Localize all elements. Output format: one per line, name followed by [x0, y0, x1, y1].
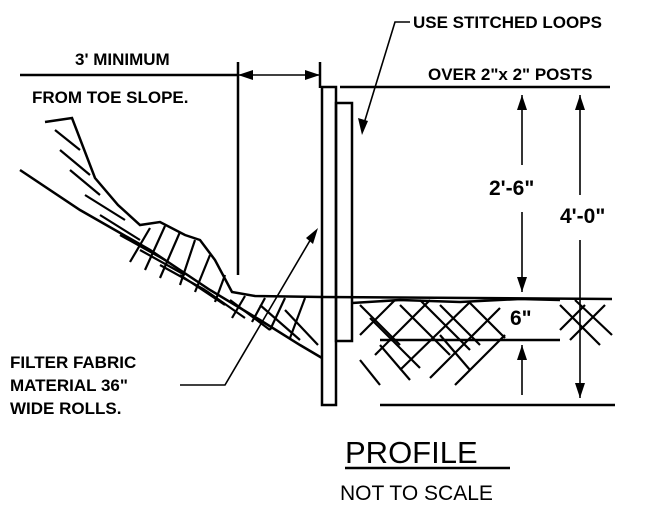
dimension-total-height: 4'-0" — [560, 205, 605, 228]
dimension-embed-depth: 6" — [510, 307, 532, 330]
fabric-bottom-line — [351, 297, 561, 305]
minimum-label-line1: 3' MINIMUM — [75, 50, 170, 69]
filter-fabric-label-line2: MATERIAL 36" — [10, 376, 128, 395]
leader-lines — [180, 21, 410, 386]
ground-line — [321, 295, 613, 301]
drawing-title: PROFILE — [345, 435, 478, 470]
stitched-loops-label-line1: USE STITCHED LOOPS — [413, 13, 602, 32]
stitched-loops-label-line2: OVER 2"x 2" POSTS — [428, 65, 592, 84]
filter-fabric-label-line3: WIDE ROLLS. — [10, 399, 121, 418]
filter-fabric-label-line1: FILTER FABRIC — [10, 353, 136, 372]
wood-post — [320, 85, 338, 407]
filter-fabric — [334, 101, 354, 343]
dimension-above-ground: 2'-6" — [489, 177, 534, 200]
minimum-label-line2: FROM TOE SLOPE. — [32, 88, 188, 107]
ground-soil-hatching — [359, 299, 613, 386]
drawing-subtitle: NOT TO SCALE — [340, 482, 493, 505]
slope-soil-hatching — [19, 116, 323, 360]
dimension-lines — [20, 62, 615, 407]
